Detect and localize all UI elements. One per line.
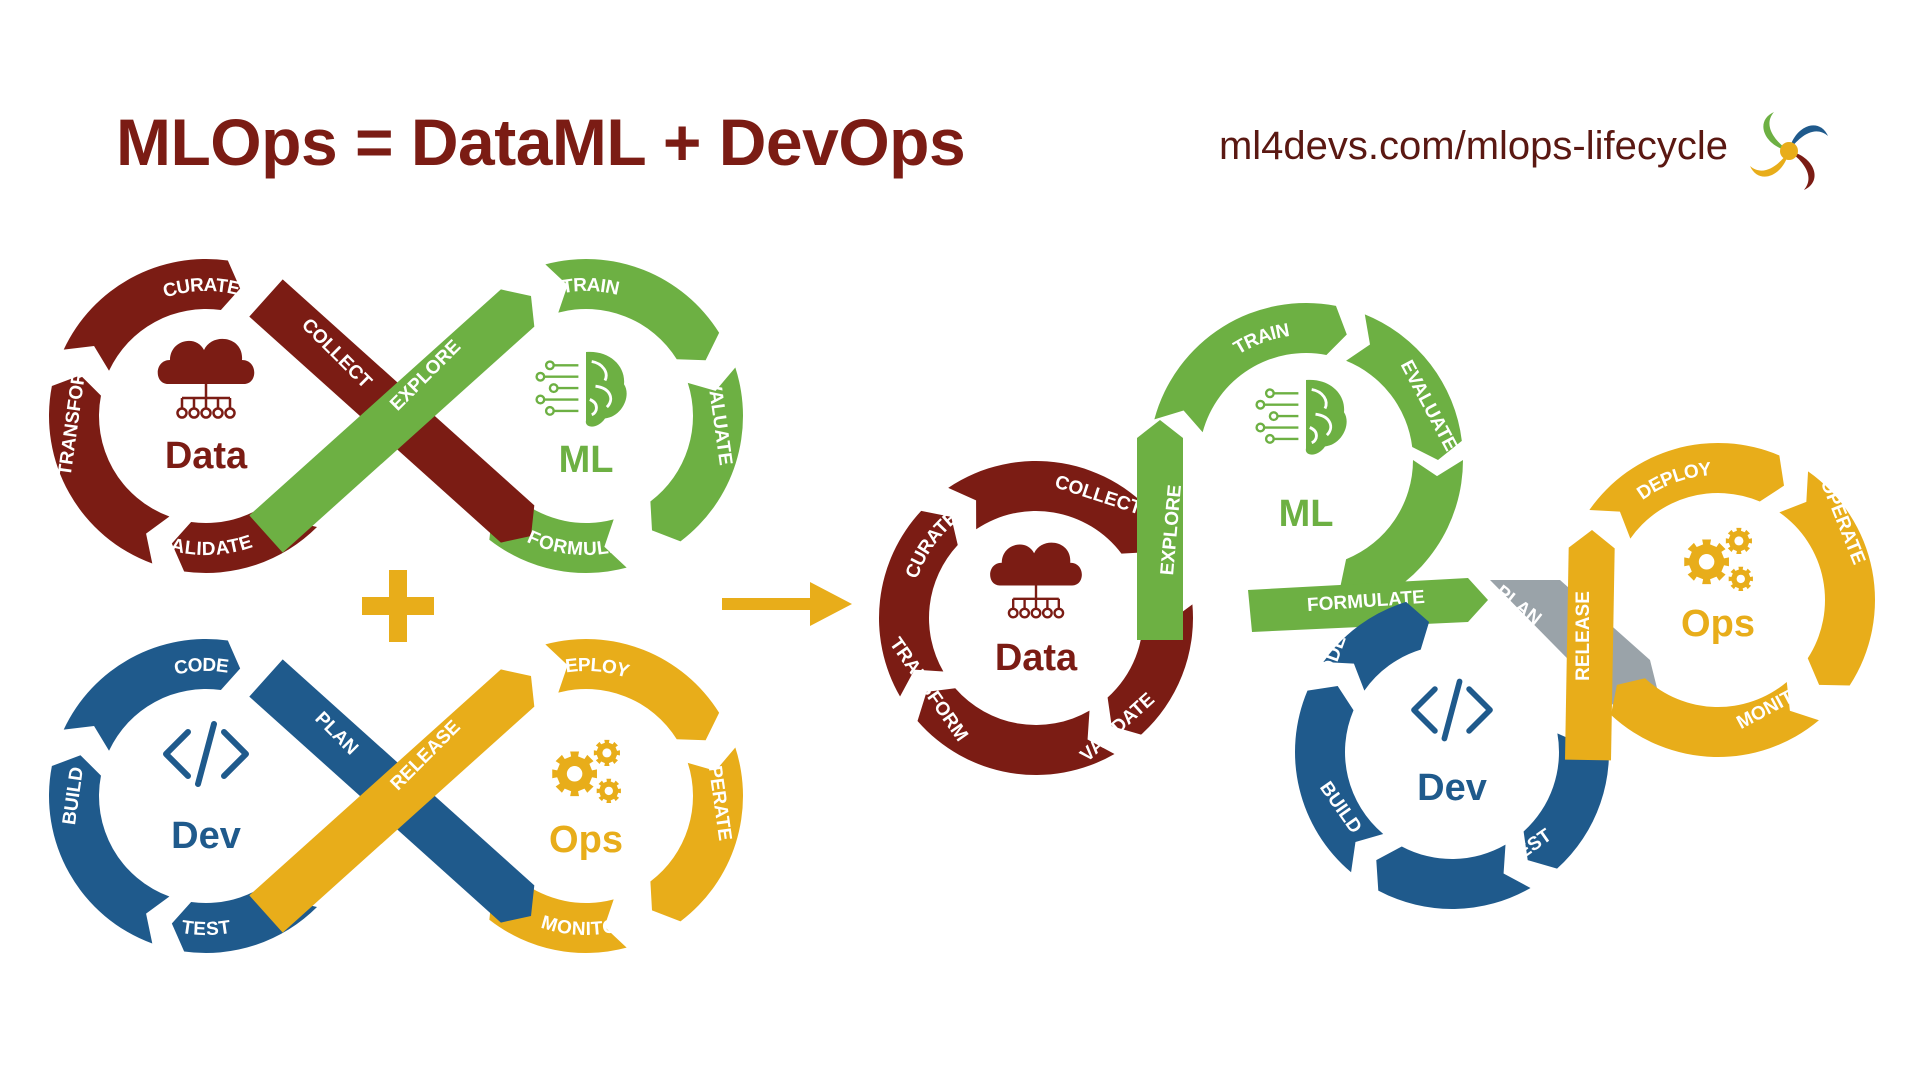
data-segment-2 <box>948 461 1162 554</box>
ops-label: Ops <box>549 819 623 861</box>
ops-segment-2 <box>1779 471 1875 686</box>
ml4devs-logo-icon <box>1750 112 1828 190</box>
ops-segment-right <box>650 747 743 922</box>
brain-circuit-icon <box>535 351 627 427</box>
dev-segment-4 <box>1523 724 1609 869</box>
data-segment-top <box>63 259 241 371</box>
dev-segment-top <box>63 639 241 751</box>
code-brackets-icon <box>163 721 249 787</box>
data-label: Data <box>165 435 248 477</box>
cloud-network-icon <box>157 338 255 419</box>
ml-segment-3 <box>1340 460 1463 606</box>
ops-release-band <box>1565 530 1615 761</box>
ml-explore-band <box>1137 420 1183 640</box>
data-segment-left <box>49 375 170 564</box>
data-segment-1 <box>879 510 958 697</box>
page-title: MLOps = DataML + DevOps <box>116 105 966 179</box>
data-segment-3 <box>917 688 1115 776</box>
ml-segment-1 <box>1154 302 1347 433</box>
source-url[interactable]: ml4devs.com/mlops-lifecycle <box>1218 124 1728 168</box>
dev-stage-code: CODE <box>172 655 229 680</box>
ops-stage-release: RELEASE <box>1573 591 1594 681</box>
ops-segment-1 <box>1589 443 1784 539</box>
gears-icon <box>552 739 621 804</box>
ml-label: ML <box>1279 493 1334 535</box>
dev-segment-2 <box>1323 601 1430 691</box>
dev-segment-3 <box>1376 844 1531 909</box>
ml-stage-train: TRAIN <box>560 275 621 300</box>
ml-segment-top <box>545 259 720 361</box>
brain-circuit-icon <box>1255 379 1347 455</box>
ml-label: ML <box>559 439 614 481</box>
code-brackets-icon <box>1411 678 1493 742</box>
ml-segment-2 <box>1346 314 1462 460</box>
gears-icon <box>1684 527 1753 592</box>
data-label: Data <box>995 637 1078 679</box>
ops-segment-3 <box>1610 678 1819 757</box>
ml-cross-band <box>249 289 535 553</box>
ml-segment-right <box>650 367 743 542</box>
dev-label: Dev <box>171 815 241 857</box>
plus-icon <box>362 570 434 642</box>
dev-segment-left <box>48 755 170 944</box>
ops-label: Ops <box>1681 603 1755 645</box>
ops-cross-band <box>249 669 535 933</box>
dev-label: Dev <box>1417 767 1487 809</box>
dev-segment-1 <box>1294 686 1384 873</box>
cloud-network-icon <box>990 542 1082 619</box>
arrow-right-icon <box>722 582 852 626</box>
ops-segment-top <box>545 639 720 741</box>
ml-formulate-band <box>1248 578 1488 632</box>
